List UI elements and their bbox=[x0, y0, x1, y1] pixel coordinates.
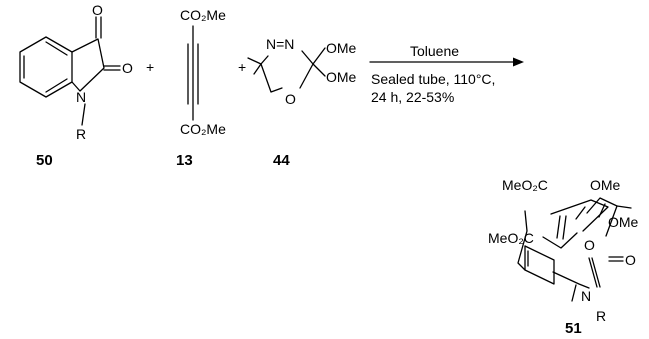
oxadiazoline-n-n: N=N bbox=[266, 36, 294, 52]
alkyne-ester-top: CO₂Me bbox=[180, 7, 226, 23]
conditions-line-1: Sealed tube, 110°C, bbox=[371, 71, 495, 87]
compound-44-structure bbox=[247, 47, 326, 93]
oxadiazoline-methoxy-top: OMe bbox=[326, 40, 357, 56]
product-methoxy-top: OMe bbox=[590, 177, 621, 193]
isatin-lactam-oxygen: O bbox=[122, 60, 133, 76]
product-lactam-oxygen: O bbox=[625, 252, 636, 268]
product-ester-lower: MeO₂C bbox=[488, 230, 534, 246]
oxadiazoline-ring-oxygen: O bbox=[285, 91, 296, 107]
isatin-r-group: R bbox=[76, 126, 86, 142]
conditions-line-2: 24 h, 22-53% bbox=[371, 89, 454, 105]
compound-number-13: 13 bbox=[176, 152, 193, 169]
compound-13-structure bbox=[187, 25, 199, 121]
compound-50-structure bbox=[19, 16, 121, 126]
isatin-keto-oxygen: O bbox=[92, 2, 103, 18]
compound-number-51: 51 bbox=[565, 320, 582, 337]
plus-sign-2: + bbox=[238, 59, 246, 75]
isatin-nitrogen: N bbox=[76, 89, 86, 105]
conditions-solvent: Toluene bbox=[410, 43, 459, 59]
alkyne-ester-bottom: CO₂Me bbox=[180, 121, 226, 137]
product-ester-upper: MeO₂C bbox=[502, 177, 548, 193]
oxadiazoline-methoxy-bottom: OMe bbox=[326, 69, 357, 85]
product-r-group: R bbox=[596, 308, 606, 324]
product-methoxy-right: OMe bbox=[608, 214, 639, 230]
product-ring-oxygen: O bbox=[584, 237, 595, 253]
compound-51-structure bbox=[517, 197, 632, 302]
compound-number-50: 50 bbox=[36, 152, 53, 169]
reaction-arrow bbox=[369, 57, 524, 67]
plus-sign-1: + bbox=[146, 59, 154, 75]
compound-number-44: 44 bbox=[273, 152, 290, 169]
product-nitrogen: N bbox=[581, 288, 591, 304]
